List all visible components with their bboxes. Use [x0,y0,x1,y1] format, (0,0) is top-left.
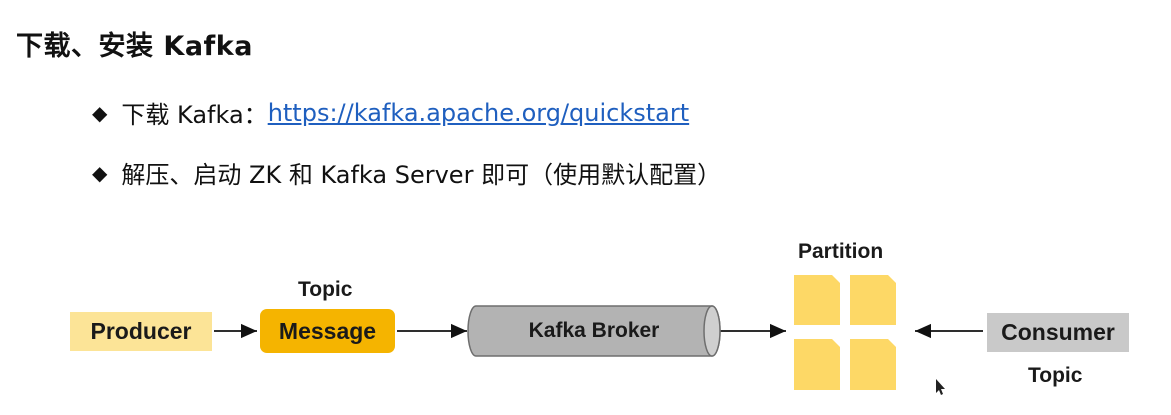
partition-doc-2 [850,275,896,325]
partition-label: Partition [798,240,884,263]
partition-doc-4 [850,339,896,390]
bullet-unzip-text: 解压、启动 ZK 和 Kafka Server 即可（使用默认配置） [121,161,722,189]
message-topic-label: Topic [298,278,353,301]
consumer-topic-label: Topic [1028,364,1083,387]
diamond-bullet-icon: ◆ [92,100,108,125]
message-box: Message [260,309,395,353]
page-title: 下载、安装 Kafka [16,31,253,62]
partition-doc-3 [794,339,840,390]
broker-cylinder [467,305,721,357]
bullet-download: ◆ 下载 Kafka： https://kafka.apache.org/qui… [92,95,689,130]
producer-box: Producer [70,312,212,351]
quickstart-link[interactable]: https://kafka.apache.org/quickstart [267,98,690,127]
bullet-download-text: 下载 Kafka： [121,101,268,129]
mouse-cursor-icon [936,379,945,395]
partition-doc-1 [794,275,840,325]
consumer-box: Consumer [987,313,1129,352]
partition-docs [794,275,896,390]
bullet-unzip: ◆ 解压、启动 ZK 和 Kafka Server 即可（使用默认配置） [92,155,721,190]
broker-label: Kafka Broker [528,319,660,342]
diamond-bullet-icon: ◆ [92,160,108,185]
